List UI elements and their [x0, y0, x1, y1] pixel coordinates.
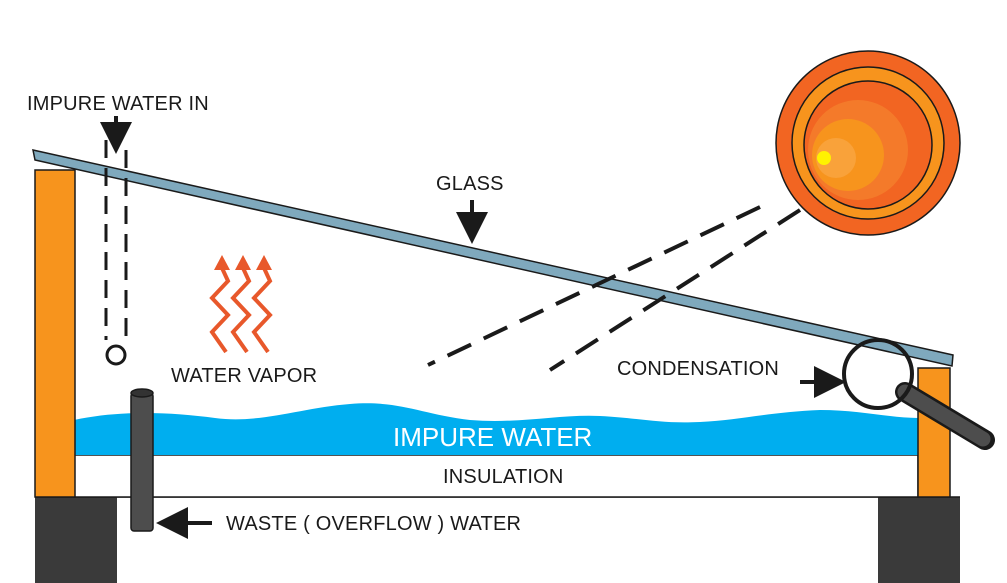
impure-water-in-label: IMPURE WATER IN	[27, 93, 209, 115]
vapor-arrow-1	[209, 267, 231, 354]
glass-pane	[32, 149, 954, 367]
overflow-pipe	[130, 392, 154, 532]
water-vapor-label: WATER VAPOR	[171, 365, 317, 387]
right-base-block	[878, 497, 960, 583]
left-base-block	[35, 497, 117, 583]
inlet-outlet-ring	[105, 344, 127, 366]
insulation-label: INSULATION	[443, 466, 564, 488]
vapor-arrows	[209, 267, 273, 354]
glass-label: GLASS	[436, 173, 504, 195]
right-post	[917, 367, 951, 498]
sun-ray-1	[427, 205, 761, 367]
impure-water-body	[74, 403, 918, 455]
vapor-arrow-3	[251, 267, 273, 354]
sun-ray-2	[548, 208, 802, 372]
left-post	[34, 169, 76, 498]
overflow-pipe-top	[130, 388, 154, 398]
impure-water-label: IMPURE WATER	[393, 422, 592, 452]
vapor-arrow-2	[230, 267, 252, 354]
sun-icon	[775, 50, 961, 236]
vapor-arrowheads	[214, 255, 272, 270]
condensation-label: CONDENSATION	[617, 358, 779, 380]
waste-water-label: WASTE ( OVERFLOW ) WATER	[226, 513, 521, 535]
